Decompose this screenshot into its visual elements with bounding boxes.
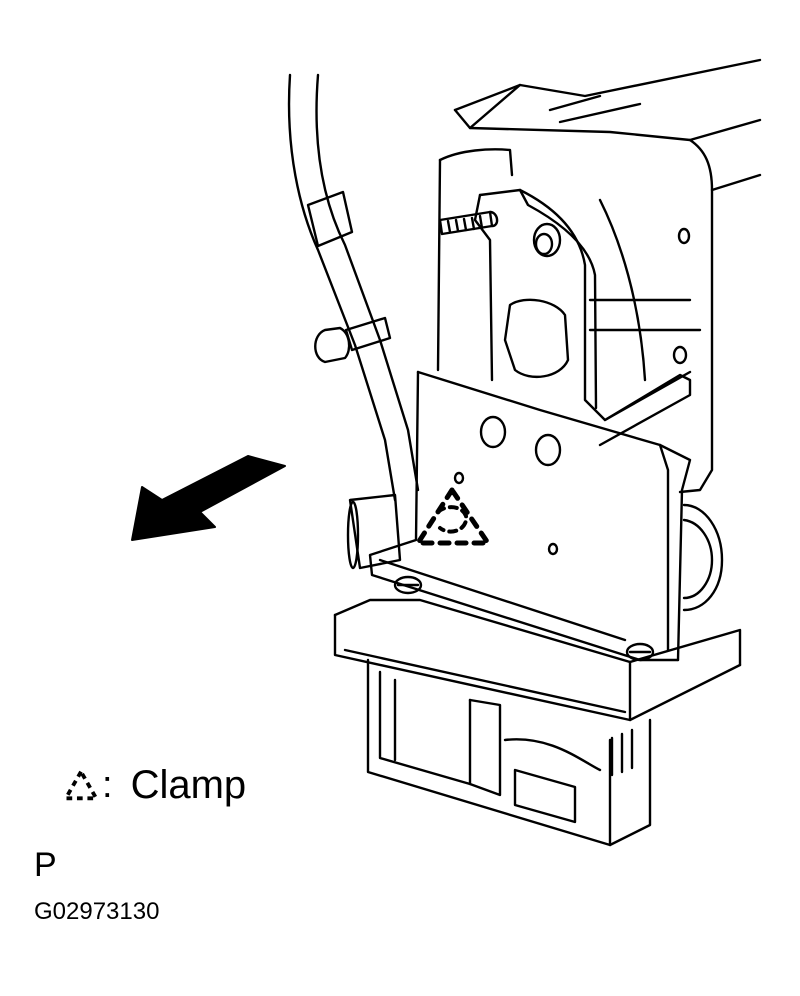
legend-separator: : (102, 764, 113, 806)
upper-bracket-plate (473, 188, 692, 447)
dashed-triangle-icon (63, 769, 99, 801)
legend: : Clamp (62, 760, 246, 810)
clamp-marker (415, 487, 491, 546)
left-connector (346, 493, 402, 570)
figure-code: G02973130 (34, 898, 160, 925)
direction-arrow (131, 455, 286, 541)
bolt-stud (438, 210, 499, 236)
background-housing (436, 58, 762, 494)
lower-bracket-plate (368, 370, 692, 662)
view-letter: P (34, 846, 57, 884)
control-module-box (366, 658, 652, 847)
wire-harness (287, 73, 420, 502)
mounting-base (333, 598, 742, 722)
legend-label: Clamp (130, 763, 247, 807)
right-connector (682, 503, 724, 612)
